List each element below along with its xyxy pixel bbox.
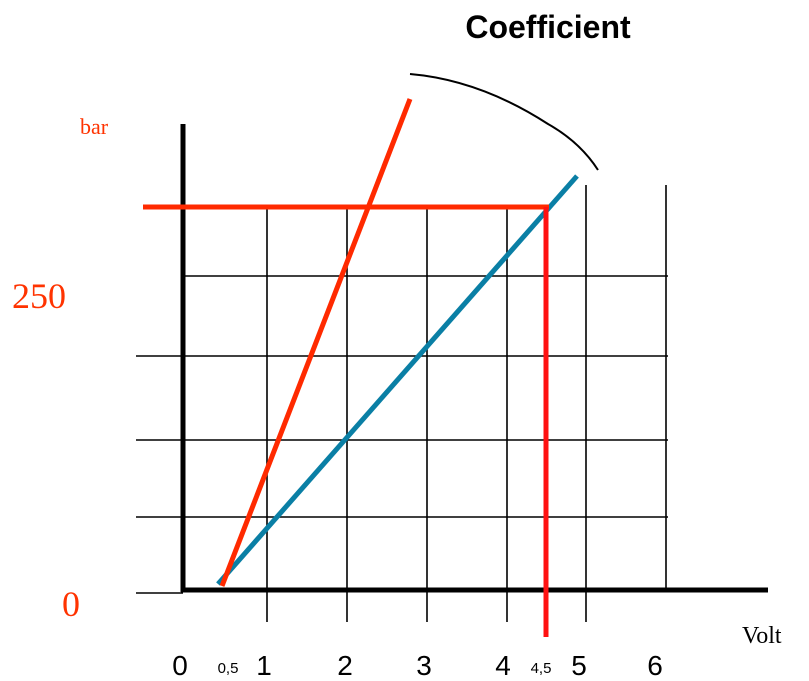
x-tick-1: 1 bbox=[256, 650, 272, 681]
x-tick-6: 6 bbox=[647, 650, 663, 681]
x-tick-0: 0 bbox=[172, 650, 188, 681]
x-tick-labels: 0 0,5 1 2 3 4 4,5 5 6 bbox=[172, 650, 663, 681]
grid-vertical-lines bbox=[266, 185, 667, 622]
grid-horizontal-lines bbox=[136, 275, 668, 594]
diagram-title: Coefficient bbox=[465, 9, 631, 45]
coefficient-arc bbox=[409, 73, 599, 171]
red-series-line bbox=[219, 98, 413, 587]
x-tick-5: 5 bbox=[571, 650, 587, 681]
y-unit-label: bar bbox=[80, 114, 109, 139]
y-tick-0: 0 bbox=[62, 584, 80, 624]
x-tick-4-5: 4,5 bbox=[531, 660, 552, 677]
x-tick-4: 4 bbox=[495, 650, 511, 681]
blue-series-line bbox=[216, 174, 579, 586]
x-unit-label: Volt bbox=[742, 623, 782, 649]
x-tick-0-5: 0,5 bbox=[218, 660, 239, 677]
y-tick-250: 250 bbox=[12, 276, 66, 316]
x-tick-2: 2 bbox=[337, 650, 353, 681]
x-tick-3: 3 bbox=[416, 650, 432, 681]
